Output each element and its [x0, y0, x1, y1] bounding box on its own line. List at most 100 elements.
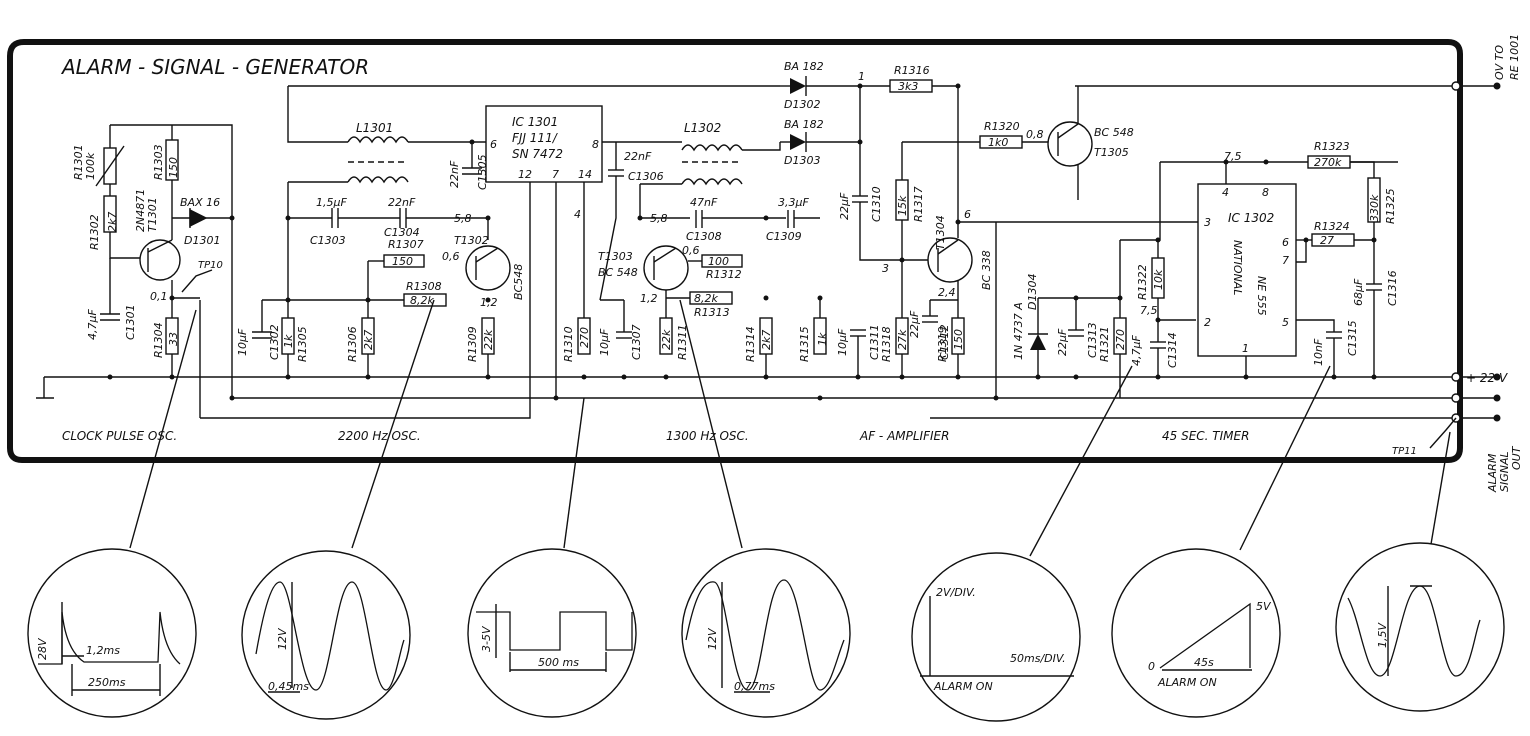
- ic1301-pin12: 12: [518, 168, 532, 181]
- c1316-value: 68μF: [1352, 278, 1365, 306]
- t1304-transistor: [927, 237, 973, 283]
- ic1302-type2: NE 555: [1255, 276, 1268, 316]
- ic1302-pin7: 7: [1282, 254, 1289, 267]
- scope1-w: 1,2ms: [86, 644, 120, 657]
- scope2-t: 0,45ms: [268, 680, 309, 693]
- t1305-label: T1305: [1094, 146, 1129, 159]
- r1311-value: 22k: [660, 329, 673, 350]
- r1313-label: R1313: [694, 306, 730, 319]
- r1323-label: R1323: [1314, 140, 1350, 153]
- r1319-value: 150: [952, 329, 965, 350]
- t1305-transistor: [1047, 121, 1093, 167]
- r1324-value: 27: [1320, 234, 1334, 247]
- c1314-label: C1314: [1166, 332, 1179, 368]
- c1311-capacitor: [850, 329, 866, 337]
- v-24: 2,4: [938, 286, 956, 299]
- r1310-value: 270: [578, 327, 591, 348]
- junction-dots: [229, 83, 1377, 401]
- scope-2-2200hz: 12V 0,45ms: [241, 550, 411, 720]
- section-45sec-timer: 45 SEC. TIMER: [1162, 429, 1249, 443]
- d1303-diode: [790, 132, 807, 152]
- r1301-label: R1301: [72, 144, 85, 180]
- t1301-type: 2N4871: [134, 189, 147, 232]
- terminal-22v: [1451, 372, 1501, 382]
- alarm-out-label-3: OUT: [1510, 445, 1523, 470]
- c1313-label: C1313: [1086, 322, 1099, 358]
- c1307-label: C1307: [630, 324, 643, 360]
- r1310-label: R1310: [562, 326, 575, 362]
- c1315-value: 10nF: [1312, 338, 1325, 366]
- r1305-label: R1305: [296, 326, 309, 362]
- ic1302-chip: [1197, 183, 1297, 357]
- r1318-value: 27k: [896, 329, 909, 350]
- r1318-label: R1318: [880, 326, 893, 362]
- r1302-label: R1302: [88, 214, 101, 250]
- scope1-amp: 28V: [36, 637, 49, 660]
- d1302-diode: [790, 76, 807, 96]
- c1309-label: C1309: [766, 230, 802, 243]
- ic1301-pin14: 14: [578, 168, 592, 181]
- c1301-capacitor: [100, 313, 120, 321]
- r1315-label: R1315: [798, 326, 811, 362]
- c1315-capacitor: [1326, 331, 1342, 339]
- scope-7-output: 1,5V: [1335, 542, 1505, 712]
- terminal-bus: [1451, 393, 1501, 403]
- scope3-amp: 3-5V: [480, 625, 493, 652]
- ic1302-type1: NATIONAL: [1231, 240, 1244, 295]
- ic1302-pin4: 4: [1222, 186, 1229, 199]
- r1323-value: 270k: [1314, 156, 1342, 169]
- r1321-value: 270: [1114, 329, 1127, 350]
- t1301-label: T1301: [146, 197, 159, 232]
- c1309-value: 3,3μF: [778, 196, 809, 209]
- t1303-type: BC 548: [598, 266, 638, 279]
- v-58a: 5,8: [454, 212, 472, 225]
- r1322-label: R1322: [1136, 264, 1149, 300]
- r1307-label: R1307: [388, 238, 424, 251]
- page-title: ALARM - SIGNAL - GENERATOR: [60, 55, 369, 79]
- r1315-value: 1k: [816, 332, 829, 346]
- t1305-type: BC 548: [1094, 126, 1134, 139]
- n4-label: 4: [574, 208, 581, 221]
- scope-3-square: 3-5V 500 ms: [467, 548, 637, 718]
- l1301-inductor: [347, 136, 409, 184]
- ic1302-label: IC 1302: [1228, 211, 1274, 225]
- c1307-value: 10μF: [598, 328, 611, 356]
- v-6: 6: [964, 208, 971, 221]
- t1304-type: BC 338: [980, 250, 993, 290]
- c1315-label: C1315: [1346, 320, 1359, 356]
- c1312-label: C1312: [938, 324, 951, 360]
- r1319-label: R1319: [936, 326, 949, 362]
- ic1302-pin3: 3: [1204, 216, 1211, 229]
- alarm-out-label-1: ALARM: [1486, 453, 1499, 493]
- t1303-label: T1303: [598, 250, 633, 263]
- scope6-top: 5V: [1256, 600, 1272, 613]
- d1302-label: D1302: [784, 98, 820, 111]
- scope4-amp: 12V: [706, 627, 719, 650]
- v-08: 0,8: [1026, 128, 1044, 141]
- v-1: 1: [858, 70, 865, 83]
- c1301-value: 4,7μF: [86, 309, 99, 340]
- d1303-label: D1303: [784, 154, 820, 167]
- v-01: 0,1: [150, 290, 168, 303]
- c1310-capacitor: [852, 195, 868, 203]
- r1320-value: 1k0: [988, 136, 1008, 149]
- r1320-label: R1320: [984, 120, 1020, 133]
- r1317-value: 15k: [896, 195, 909, 216]
- c1314-capacitor: [1150, 341, 1166, 349]
- d1301-diode: [189, 208, 208, 228]
- scope5-x: 50ms/DIV.: [1010, 652, 1066, 665]
- l1302-inductor: [681, 144, 743, 186]
- c1306-capacitor: [608, 169, 624, 177]
- d1304-label: D1304: [1026, 274, 1039, 310]
- c1308-capacitor: [695, 210, 703, 228]
- r1302-value: 2k7: [106, 212, 119, 232]
- v-75a: 7,5: [1224, 150, 1242, 163]
- t1301-transistor: [139, 239, 181, 281]
- d1302-type: BA 182: [784, 60, 824, 73]
- r1317-label: R1317: [912, 186, 925, 222]
- ic1301-type1: FJJ 111/: [512, 131, 559, 145]
- tp10-label: TP10: [198, 260, 223, 271]
- scope5-y: 2V/DIV.: [936, 586, 976, 599]
- d1303-type: BA 182: [784, 118, 824, 131]
- r1308-label: R1308: [406, 280, 442, 293]
